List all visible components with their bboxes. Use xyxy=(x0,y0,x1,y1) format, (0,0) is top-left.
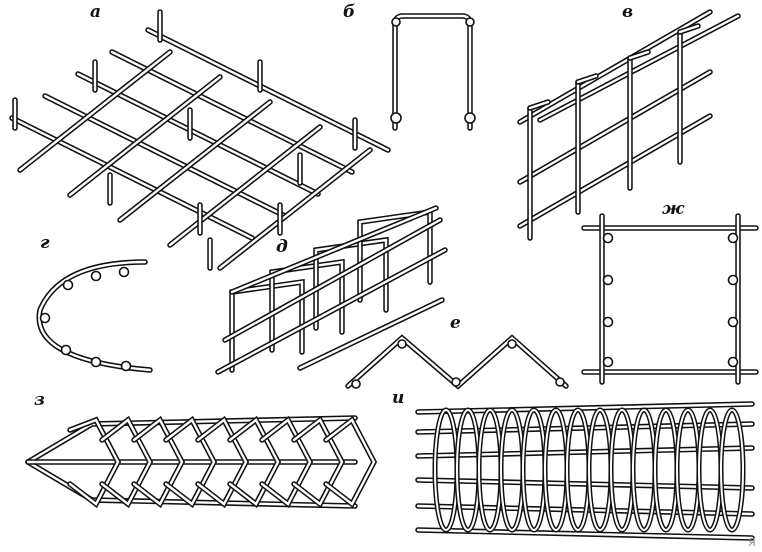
figure-e-zigzag-bar xyxy=(345,334,569,390)
pile-spiral-4-core xyxy=(196,418,248,506)
spiral-turn-core-1 xyxy=(456,409,480,531)
square-section-right-0 xyxy=(727,232,739,244)
zigzag-section-3 xyxy=(507,339,517,349)
label-b: б xyxy=(343,2,355,22)
cage-stirrup-3-core xyxy=(358,210,432,302)
pile-spiral-0-core xyxy=(68,418,120,506)
cage-stirrup-0-core xyxy=(230,280,304,372)
figure-g-curved-bar xyxy=(36,259,153,373)
frame-hook-1-core xyxy=(576,74,598,84)
square-section-right-3 xyxy=(727,356,739,368)
figure-b-u-bar xyxy=(390,13,476,131)
cage-longbar-2-core xyxy=(298,298,444,370)
zigzag-section-4 xyxy=(555,377,565,387)
square-section-left-0 xyxy=(602,232,614,244)
zigzag-section-2 xyxy=(451,377,461,387)
figure-v-frame xyxy=(517,9,741,241)
figure-i-spiral-cage xyxy=(415,401,755,541)
zigzag-section-0 xyxy=(351,379,361,389)
curved-bar-section-4 xyxy=(60,344,72,356)
label-z: з xyxy=(34,390,45,410)
u-bar-core xyxy=(393,14,472,130)
spiral-longbar-5-core xyxy=(416,528,754,540)
spiral-turn-core-13 xyxy=(720,409,744,531)
cage-longbar-1-core xyxy=(223,218,442,342)
label-g: г xyxy=(40,233,50,253)
curved-bar-section-5 xyxy=(90,356,102,368)
pile-spiral-1-core xyxy=(100,418,152,506)
figure-d-spatial-cage xyxy=(215,205,448,375)
label-d: д xyxy=(276,237,288,257)
label-i: и xyxy=(392,388,404,408)
pile-spiral-7-core xyxy=(292,418,344,506)
label-a: а xyxy=(90,2,101,22)
mesh-bar-cross-3-core xyxy=(168,125,322,247)
curved-bar-section-0 xyxy=(62,279,74,291)
cage-longbar-0-core xyxy=(216,248,447,374)
u-bar-section-right xyxy=(464,112,476,124)
label-v: в xyxy=(622,2,633,22)
mesh-bar-cross-1-core xyxy=(68,75,222,197)
label-e: е xyxy=(450,313,461,333)
mesh-bar-cross-2-core xyxy=(118,100,272,222)
square-section-left-3 xyxy=(602,356,614,368)
curved-bar-section-6 xyxy=(120,360,132,372)
spiral-turn-core-0 xyxy=(434,409,458,531)
pile-spiral-5-core xyxy=(228,418,280,506)
curved-bar-section-3 xyxy=(39,312,51,324)
mesh-bar-long-0-core xyxy=(10,116,254,240)
spiral-longbar-0-core xyxy=(416,402,754,414)
figure-zh-square-frame xyxy=(581,213,759,385)
frame-hook-3-core xyxy=(678,24,700,34)
mesh-bar-cross-0-core xyxy=(18,50,172,172)
mesh-bar-long-3-core xyxy=(110,50,354,174)
mesh-bar-long-4-core xyxy=(146,28,390,152)
label-zh: ж xyxy=(662,199,685,219)
frame-hook-2-core xyxy=(628,50,650,60)
u-bar-section-top-right xyxy=(465,17,475,27)
frame-hook-0-core xyxy=(528,100,550,110)
square-section-left-2 xyxy=(602,316,614,328)
figure-a-flat-mesh xyxy=(9,9,391,271)
curved-bar-core xyxy=(38,260,152,372)
u-bar-section-left xyxy=(390,112,402,124)
square-section-right-2 xyxy=(727,316,739,328)
mesh-bar-cross-4-core xyxy=(218,148,372,270)
mesh-bar-long-1-core xyxy=(43,94,287,218)
pile-spiral-3-core xyxy=(164,418,216,506)
pile-spiral-8-core xyxy=(324,418,376,506)
u-bar-section-top-left xyxy=(391,17,401,27)
pile-spiral-6-core xyxy=(260,418,312,506)
square-section-left-1 xyxy=(602,274,614,286)
u-bar xyxy=(392,13,473,131)
zigzag-section-1 xyxy=(397,339,407,349)
pile-spiral-2-core xyxy=(132,418,184,506)
figure-z-pile-cage xyxy=(25,415,378,509)
watermark-logo: Я xyxy=(748,536,756,549)
cage-longbar-3-core xyxy=(230,206,438,294)
frame-bar-top-core xyxy=(538,14,740,122)
curved-bar-section-2 xyxy=(118,266,130,278)
square-section-right-1 xyxy=(727,274,739,286)
curved-bar-section-1 xyxy=(90,270,102,282)
